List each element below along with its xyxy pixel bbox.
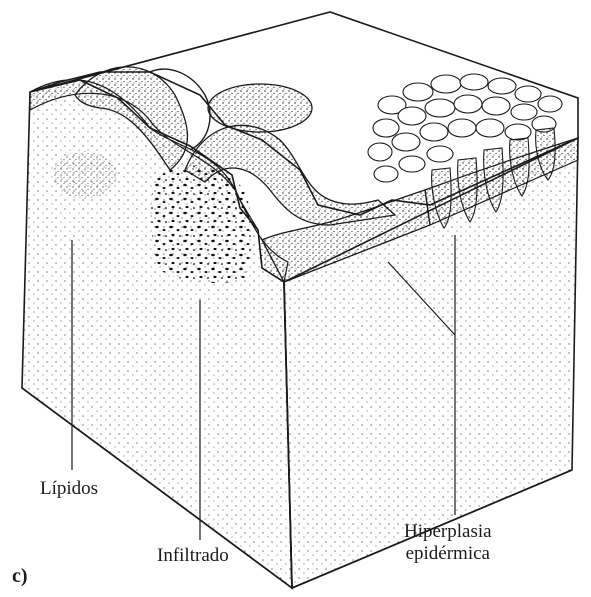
papule-dome <box>208 84 312 132</box>
label-lipidos: Lípidos <box>40 478 98 500</box>
label-hiperplasia-line2: epidérmica <box>404 543 492 565</box>
label-hiperplasia-line1: Hiperplasia <box>404 521 492 543</box>
lipid-patch <box>53 151 117 199</box>
label-infiltrado: Infiltrado <box>157 545 229 567</box>
panel-label: c) <box>12 565 28 587</box>
infiltrate-region <box>151 166 252 283</box>
label-hiperplasia-epidermica: Hiperplasia epidérmica <box>404 521 492 565</box>
